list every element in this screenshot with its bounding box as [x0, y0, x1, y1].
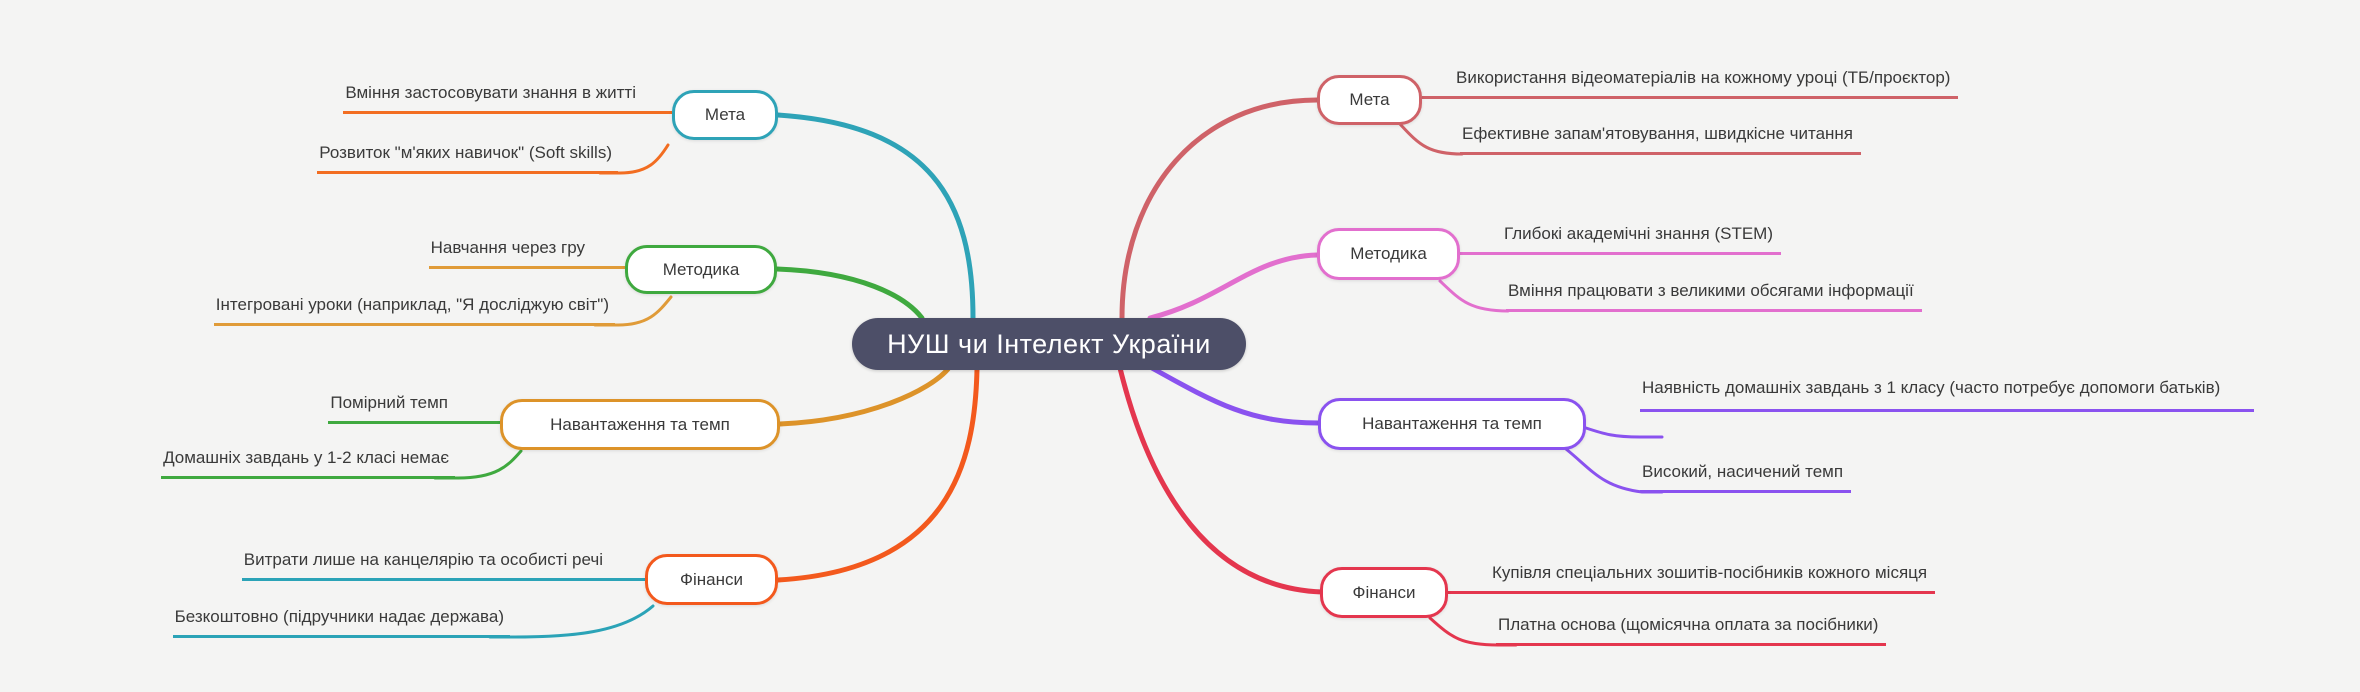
- leaf-connector: [598, 143, 670, 175]
- branch-label: Навантаження та темп: [1362, 414, 1542, 433]
- branch-label: Фінанси: [680, 569, 743, 589]
- branch-label: Навантаження та темп: [550, 414, 730, 434]
- leaf-connector: [1584, 426, 1664, 439]
- branch-label: Методика: [662, 259, 740, 279]
- branch-curve-right-meta: [1119, 97, 1320, 321]
- leaf-connector: [593, 295, 673, 327]
- leaf-connector: [433, 449, 523, 480]
- branch-node-right-navantazhennia[interactable]: Навантаження та темп: [1318, 398, 1586, 450]
- branch-node-left-meta[interactable]: Мета: [672, 90, 778, 140]
- branch-curve-right-navantazhennia: [1149, 365, 1321, 426]
- central-topic[interactable]: НУШ чи Інтелект України: [852, 318, 1246, 370]
- branch-node-left-navantazhennia[interactable]: Навантаження та темп: [500, 399, 780, 450]
- leaf-connector: [1398, 122, 1464, 156]
- leaf-topic[interactable]: Платна основа (щомісячна оплата за посіб…: [1496, 613, 1887, 646]
- branch-curve-left-finansy: [775, 366, 980, 583]
- leaf-connector: [1438, 279, 1510, 313]
- leaf-topic[interactable]: Ефективне запам'ятовування, швидкісне чи…: [1460, 122, 1862, 155]
- branch-label: Методика: [1350, 244, 1427, 263]
- leaf-topic[interactable]: Безкоштовно (підручники надає держава): [172, 605, 510, 638]
- leaf-connector: [488, 604, 655, 639]
- leaf-topic[interactable]: Вміння працювати з великими обсягами інф…: [1506, 279, 1922, 312]
- branch-node-left-metodyka[interactable]: Методика: [625, 245, 777, 294]
- leaf-topic[interactable]: Високий, насичений темп: [1640, 460, 1852, 493]
- leaf-topic[interactable]: Наявність домашніх завдань з 1 класу (ча…: [1640, 374, 2254, 412]
- branch-curve-left-meta: [775, 112, 976, 321]
- branch-label: Мета: [1349, 90, 1390, 109]
- leaf-topic[interactable]: Глибокі академічні знання (STEM): [1460, 222, 1781, 255]
- branch-node-right-meta[interactable]: Мета: [1317, 75, 1422, 125]
- leaf-topic[interactable]: Навчання через гру: [428, 236, 625, 269]
- leaf-topic[interactable]: Купівля спеціальних зошитів-посібників к…: [1448, 561, 1936, 594]
- branch-curve-left-navantazhennia: [777, 366, 951, 427]
- leaf-topic[interactable]: Помірний темп: [328, 391, 500, 424]
- leaf-topic[interactable]: Розвиток "м'яких навичок" (Soft skills): [317, 141, 618, 174]
- leaf-topic[interactable]: Домашніх завдань у 1-2 класі немає: [161, 446, 455, 479]
- leaf-topic[interactable]: Вміння застосовувати знання в житті: [343, 81, 672, 114]
- branch-node-right-finansy[interactable]: Фінанси: [1320, 567, 1448, 618]
- leaf-topic[interactable]: Використання відеоматеріалів на кожному …: [1422, 66, 1959, 99]
- branch-node-left-finansy[interactable]: Фінанси: [645, 554, 778, 605]
- branch-node-right-metodyka[interactable]: Методика: [1317, 228, 1460, 280]
- branch-label: Мета: [704, 105, 746, 124]
- branch-curve-right-finansy: [1117, 365, 1325, 595]
- branch-curve-left-metodyka: [774, 266, 925, 321]
- leaf-topic[interactable]: Інтегровані уроки (наприклад, "Я дослідж…: [213, 293, 615, 326]
- branch-label: Фінанси: [1352, 582, 1416, 602]
- branch-curve-right-metodyka: [1147, 252, 1320, 321]
- leaf-topic[interactable]: Витрати лише на канцелярію та особисті р…: [241, 548, 645, 581]
